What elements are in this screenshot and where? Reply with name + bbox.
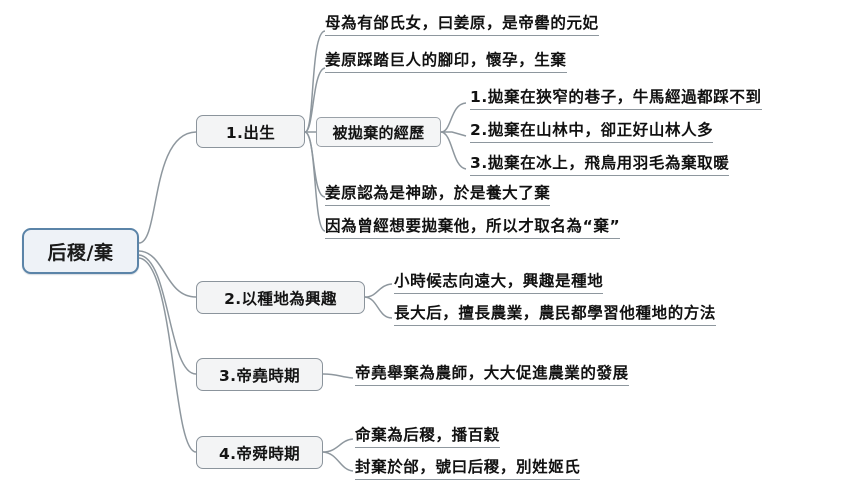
branch-node-4[interactable]: 4.帝舜時期 <box>196 436 323 469</box>
leaf-abandon-2: 2.拋棄在山林中，卻正好山林人多 <box>470 121 714 143</box>
connector-b3-leaf-1 <box>322 373 354 379</box>
leaf-birth-footprint: 姜原踩踏巨人的腳印，懷孕，生棄 <box>325 51 567 73</box>
root-node-label: 后稷/棄 <box>47 241 114 264</box>
leaf-yao-1: 帝堯舉棄為農師，大大促進農業的發展 <box>355 364 629 386</box>
connector-sub-leaf-1 <box>440 102 467 133</box>
connector-b4-leaf-2 <box>322 451 354 472</box>
leaf-farming-1: 小時候志向遠大，興趣是種地 <box>394 272 604 294</box>
branch-node-4-label: 4.帝舜時期 <box>218 444 301 463</box>
connector-b2-leaf-2 <box>364 296 393 319</box>
leaf-shun-1-text: 命棄為后稷，播百穀 <box>355 426 500 444</box>
leaf-birth-mother-text: 母為有邰氏女，曰姜原，是帝嚳的元妃 <box>325 14 599 32</box>
leaf-birth-mother: 母為有邰氏女，曰姜原，是帝嚳的元妃 <box>325 14 599 36</box>
leaf-abandon-1: 1.拋棄在狹窄的巷子，牛馬經過都踩不到 <box>470 88 762 110</box>
leaf-birth-naming: 因為曾經想要拋棄他，所以才取名為“棄” <box>325 217 621 239</box>
connector-b2-leaf-1 <box>364 283 393 298</box>
leaf-shun-1: 命棄為后稷，播百穀 <box>355 426 500 448</box>
leaf-birth-naming-text: 因為曾經想要拋棄他，所以才取名為“棄” <box>325 217 621 235</box>
branch-node-2[interactable]: 2.以種地為興趣 <box>196 281 365 314</box>
connector-sub-leaf-3 <box>440 131 467 170</box>
leaf-abandon-1-text: 1.拋棄在狹窄的巷子，牛馬經過都踩不到 <box>470 88 762 106</box>
branch-node-1[interactable]: 1.出生 <box>196 115 305 148</box>
leaf-shun-2: 封棄於邰，號曰后稷，別姓姬氏 <box>355 458 581 480</box>
connector-sub-leaf-2 <box>441 131 467 137</box>
sub-node-abandonment-label: 被拋棄的經歷 <box>332 123 425 142</box>
connector-root-branch-3 <box>138 254 197 375</box>
leaf-farming-1-text: 小時候志向遠大，興趣是種地 <box>394 272 604 290</box>
sub-node-abandonment[interactable]: 被拋棄的經歷 <box>316 117 441 147</box>
branch-node-2-label: 2.以種地為興趣 <box>224 289 337 308</box>
leaf-abandon-3-text: 3.拋棄在冰上，飛鳥用羽毛為棄取暖 <box>470 154 730 172</box>
connector-root-branch-1 <box>138 131 197 244</box>
leaf-abandon-2-text: 2.拋棄在山林中，卻正好山林人多 <box>470 121 714 139</box>
leaf-birth-miracle: 姜原認為是神跡，於是養大了棄 <box>325 184 551 206</box>
leaf-birth-miracle-text: 姜原認為是神跡，於是養大了棄 <box>325 184 551 202</box>
branch-node-1-label: 1.出生 <box>225 123 276 142</box>
connector-root-branch-4 <box>138 257 197 453</box>
connector-b4-leaf-1 <box>322 438 354 453</box>
root-node[interactable]: 后稷/棄 <box>22 228 139 274</box>
leaf-shun-2-text: 封棄於邰，號曰后稷，別姓姬氏 <box>355 458 581 476</box>
leaf-abandon-3: 3.拋棄在冰上，飛鳥用羽毛為棄取暖 <box>470 154 730 176</box>
leaf-birth-footprint-text: 姜原踩踏巨人的腳印，懷孕，生棄 <box>325 51 567 69</box>
branch-node-3-label: 3.帝堯時期 <box>218 366 301 385</box>
connector-root-branch-2 <box>138 250 197 298</box>
leaf-farming-2: 長大后，擅長農業，農民都學習他種地的方法 <box>394 304 717 326</box>
leaf-yao-1-text: 帝堯舉棄為農師，大大促進農業的發展 <box>355 364 629 382</box>
leaf-farming-2-text: 長大后，擅長農業，農民都學習他種地的方法 <box>394 304 717 322</box>
branch-node-3[interactable]: 3.帝堯時期 <box>196 358 323 391</box>
